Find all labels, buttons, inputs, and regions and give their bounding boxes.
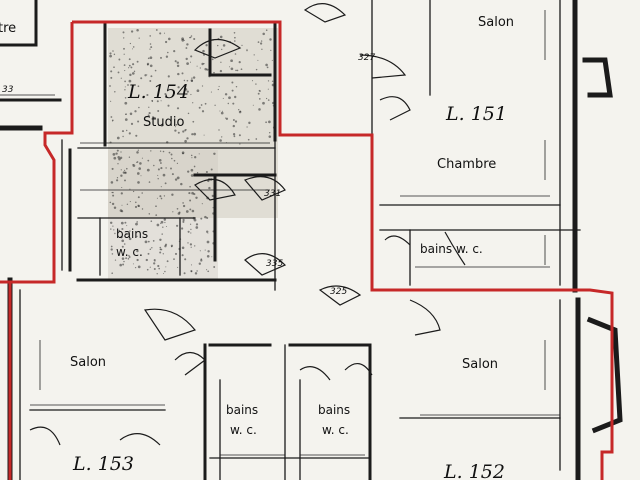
- dimension-33: 33: [2, 85, 14, 95]
- wc-left-label: w. c.: [230, 423, 257, 437]
- dimension-327: 327: [358, 53, 375, 63]
- lot-outline: [0, 20, 614, 480]
- dimension-lines: [0, 10, 560, 456]
- dimension-325: 325: [330, 287, 347, 297]
- room-label-salon-top: Salon: [478, 15, 514, 30]
- bath-left-label: bains: [226, 403, 258, 417]
- room-label-salon-right: Salon: [462, 357, 498, 372]
- unit-label-l151: L. 151: [445, 103, 507, 125]
- wc-right-label: w. c.: [322, 423, 349, 437]
- room-label-studio: Studio: [143, 115, 184, 130]
- doors: [29, 3, 466, 446]
- dimension-331: 331: [264, 189, 281, 199]
- studio-speckle: [109, 29, 276, 275]
- unit-label-l152: L. 152: [443, 461, 505, 480]
- room-label-salon-left: Salon: [70, 355, 106, 370]
- unit-label-l153: L. 153: [72, 453, 134, 475]
- room-label-tre: tre: [0, 21, 16, 36]
- studio-bath-label: bains: [116, 227, 148, 241]
- dimension-335: 335: [266, 259, 283, 269]
- labels: tre Salon L. 154 Studio L. 151 Chambre b…: [0, 15, 514, 480]
- room-label-chambre: Chambre: [437, 157, 496, 172]
- studio-wc-label: w. c.: [116, 245, 143, 259]
- l151-bath-label: bains w. c.: [420, 242, 483, 256]
- unit-label-l154: L. 154: [127, 81, 189, 103]
- bath-right-label: bains: [318, 403, 350, 417]
